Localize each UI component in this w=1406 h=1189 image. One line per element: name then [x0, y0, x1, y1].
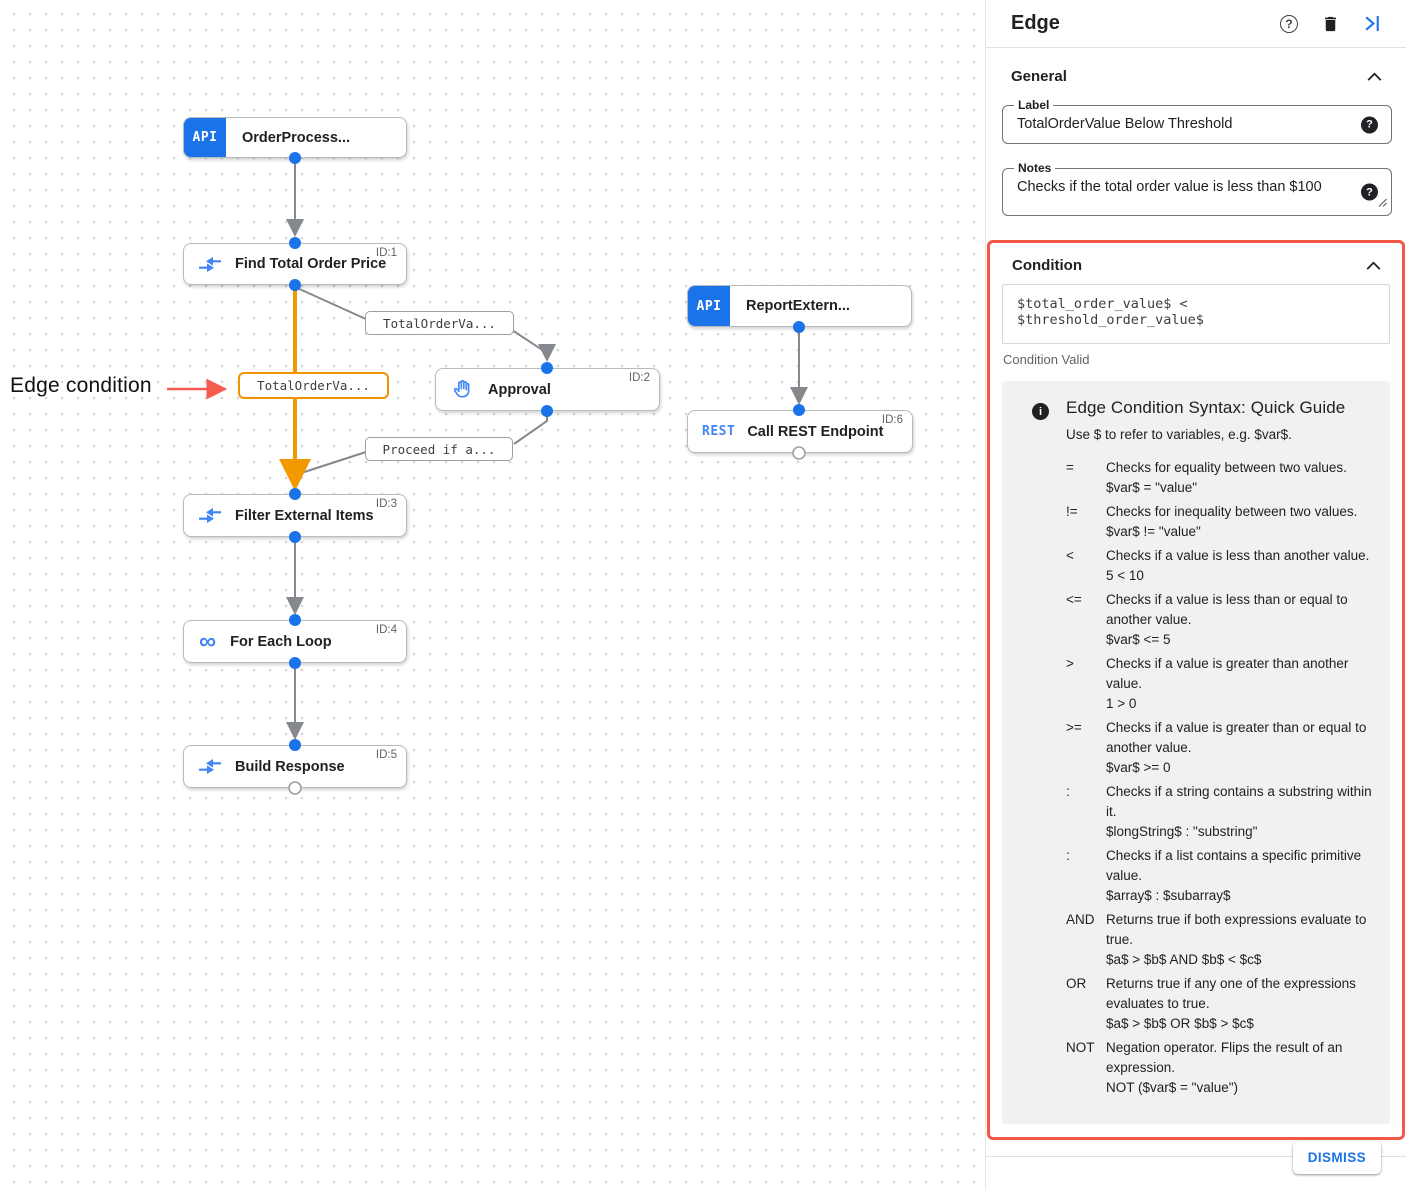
edge-label-totalordervalue-upper[interactable]: TotalOrderVa...	[365, 311, 514, 335]
operator-row: < Checks if a value is less than another…	[1066, 548, 1370, 583]
general-section-title: General	[1011, 68, 1067, 85]
info-icon: i	[1032, 403, 1049, 420]
notes-field[interactable]: Notes Checks if the total order value is…	[1002, 161, 1392, 216]
notes-field-label: Notes	[1014, 161, 1056, 175]
node-call-rest-endpoint[interactable]: ID:6 REST Call REST Endpoint	[687, 410, 913, 453]
label-field-label: Label	[1014, 98, 1054, 112]
label-field[interactable]: Label TotalOrderValue Below Threshold ?	[1002, 98, 1392, 144]
rest-task-icon: REST	[702, 424, 736, 439]
collapse-panel-icon[interactable]	[1363, 14, 1382, 33]
node-title: Filter External Items	[235, 507, 374, 524]
node-build-response[interactable]: ID:5 Build Response	[183, 745, 407, 788]
node-title: OrderProcess...	[242, 129, 350, 146]
edge-condition-annotation: Edge condition	[10, 374, 152, 397]
workflow-canvas[interactable]: API OrderProcess... ID:1 Find Total Orde…	[0, 0, 986, 1189]
operator-row: OR Returns true if any one of the expres…	[1066, 976, 1356, 1031]
operator-row: AND Returns true if both expressions eva…	[1066, 912, 1367, 967]
node-report-extern-trigger[interactable]: API ReportExtern...	[687, 285, 912, 327]
operator-row: > Checks if a value is greater than anot…	[1066, 656, 1349, 711]
operator-row: : Checks if a list contains a specific p…	[1066, 848, 1362, 903]
loop-infinity-icon: ∞	[199, 627, 217, 655]
data-mapping-icon	[199, 758, 221, 775]
edge-findtotal-to-approval-a[interactable]	[294, 286, 369, 321]
node-id-badge: ID:6	[881, 414, 903, 426]
operator-row: NOT Negation operator. Flips the result …	[1066, 1040, 1343, 1095]
edge-findtotal-to-approval-b[interactable]	[511, 329, 556, 362]
edges-layer	[167, 152, 808, 795]
node-id-badge: ID:2	[628, 372, 650, 384]
approval-hand-icon	[451, 378, 474, 401]
node-order-process-trigger[interactable]: API OrderProcess...	[183, 117, 407, 158]
general-section-header[interactable]: General	[986, 48, 1406, 93]
operator-row: >= Checks if a value is greater than or …	[1066, 720, 1367, 775]
api-trigger-icon: API	[688, 286, 730, 326]
help-icon[interactable]: ?	[1280, 14, 1298, 33]
condition-section-header[interactable]: Condition	[1002, 243, 1390, 284]
condition-section-highlight: Condition $total_order_value$ < $thresho…	[987, 240, 1405, 1140]
panel-header: Edge ?	[986, 0, 1406, 48]
guide-title: Edge Condition Syntax: Quick Guide	[1066, 398, 1346, 417]
edge-config-panel: Edge ? General	[986, 0, 1406, 1189]
chevron-up-icon[interactable]	[1367, 72, 1382, 81]
chevron-up-icon[interactable]	[1366, 261, 1381, 270]
resize-handle-icon[interactable]	[1378, 194, 1387, 212]
dismiss-button[interactable]: DISMISS	[1292, 1141, 1381, 1174]
panel-title: Edge	[1011, 12, 1060, 34]
node-title: Find Total Order Price	[235, 256, 387, 272]
condition-syntax-guide: i Edge Condition Syntax: Quick Guide Use…	[1002, 381, 1390, 1124]
node-title: Call REST Endpoint	[747, 423, 884, 440]
operator-row: = Checks for equality between two values…	[1066, 460, 1347, 495]
data-mapping-icon	[199, 507, 221, 524]
node-find-total-order-price[interactable]: ID:1 Find Total Order Price	[183, 243, 407, 285]
node-title: For Each Loop	[230, 633, 332, 650]
notes-field-value[interactable]: Checks if the total order value is less …	[1017, 179, 1322, 195]
condition-status: Condition Valid	[1003, 352, 1090, 367]
operator-table: = Checks for equality between two values…	[1014, 458, 1376, 1098]
panel-footer: DISMISS	[986, 1141, 1406, 1189]
operator-row: != Checks for inequality between two val…	[1066, 504, 1358, 539]
node-approval[interactable]: ID:2 Approval	[435, 368, 660, 411]
guide-intro: Use $ to refer to variables, e.g. $var$.	[1066, 427, 1292, 442]
node-for-each-loop[interactable]: ID:4 ∞ For Each Loop	[183, 620, 407, 663]
node-id-badge: ID:1	[375, 247, 397, 259]
operator-row: <= Checks if a value is less than or equ…	[1066, 592, 1348, 647]
node-title: Build Response	[235, 758, 345, 775]
condition-section-title: Condition	[1012, 257, 1082, 274]
node-title: ReportExtern...	[746, 298, 850, 314]
data-mapping-icon	[199, 256, 221, 273]
notes-help-icon[interactable]: ?	[1361, 183, 1378, 201]
delete-icon[interactable]	[1321, 14, 1340, 34]
node-title: Approval	[488, 381, 551, 398]
operator-row: : Checks if a string contains a substrin…	[1066, 784, 1372, 839]
node-id-badge: ID:3	[375, 498, 397, 510]
edge-label-proceed-if[interactable]: Proceed if a...	[365, 437, 513, 461]
node-id-badge: ID:4	[375, 624, 397, 636]
condition-expression-input[interactable]: $total_order_value$ < $threshold_order_v…	[1002, 284, 1390, 344]
label-help-icon[interactable]: ?	[1361, 116, 1378, 133]
node-filter-external-items[interactable]: ID:3 Filter External Items	[183, 494, 407, 537]
edge-label-totalordervalue-selected[interactable]: TotalOrderVa...	[238, 372, 389, 399]
edge-approval-to-filter-b[interactable]	[294, 451, 367, 476]
edge-approval-to-filter-a[interactable]	[513, 411, 548, 445]
api-trigger-icon: API	[184, 118, 226, 157]
node-id-badge: ID:5	[375, 749, 397, 761]
label-field-value[interactable]: TotalOrderValue Below Threshold	[1017, 116, 1233, 132]
